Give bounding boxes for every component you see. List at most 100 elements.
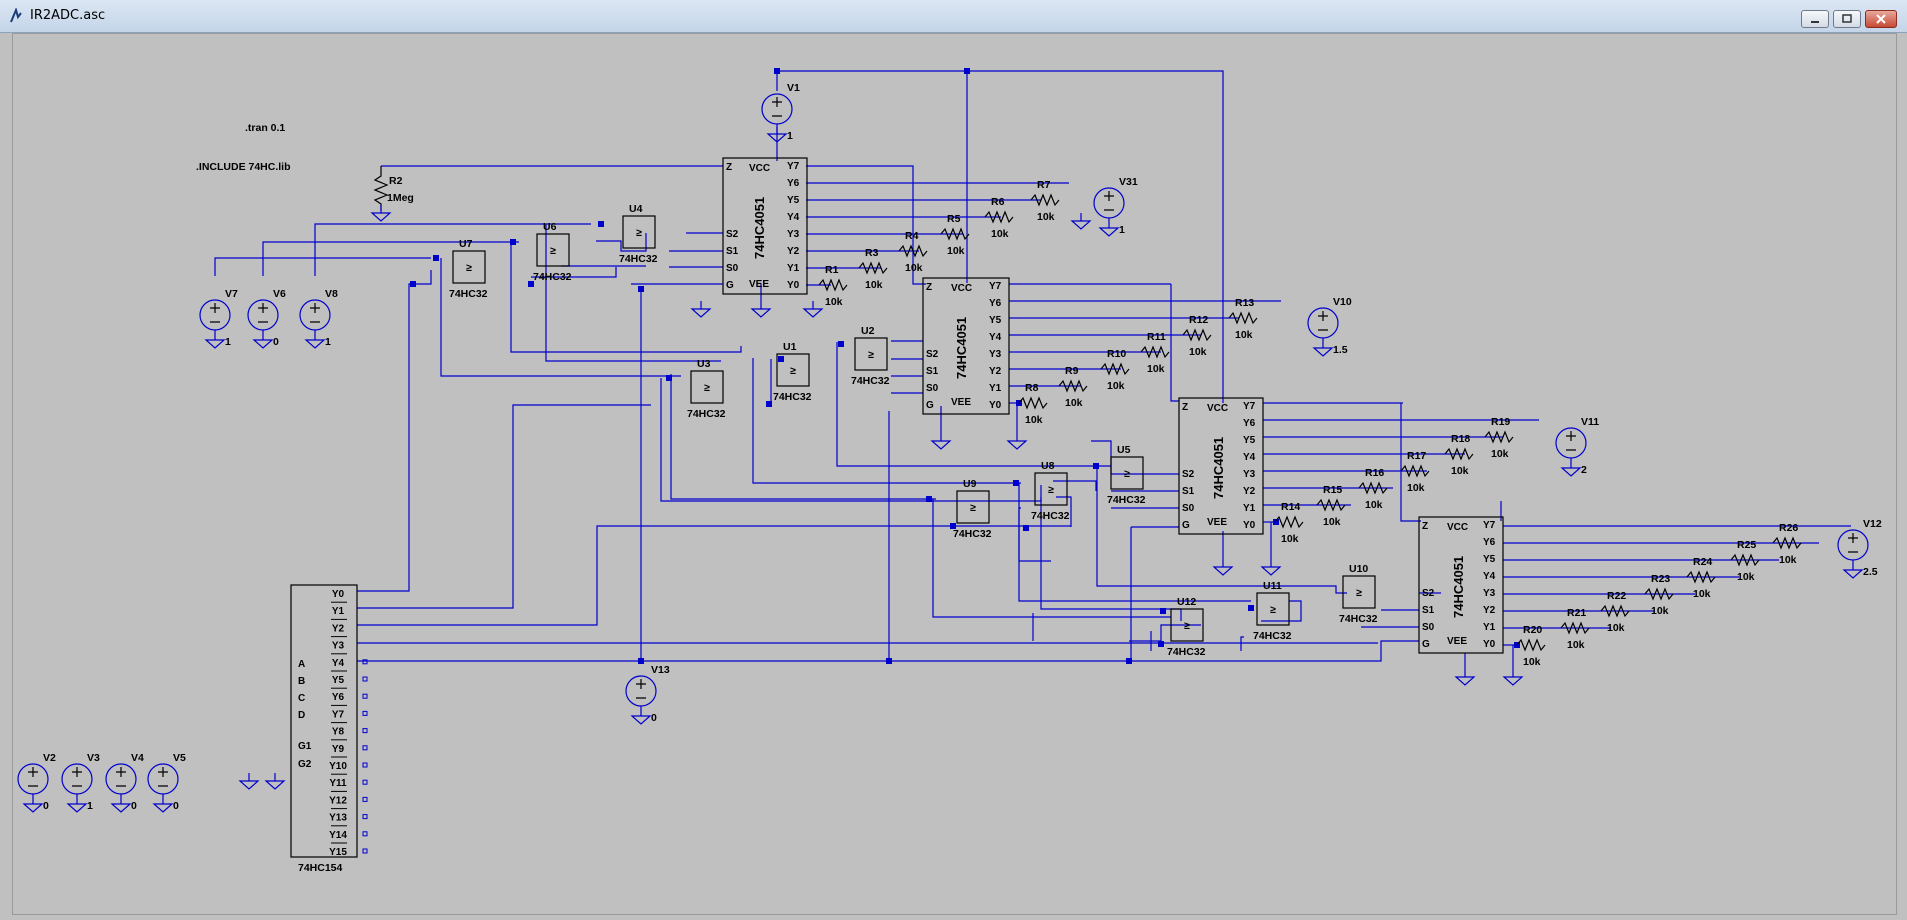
pin-g: G (726, 280, 734, 291)
schematic[interactable]: .tran 0.1 .INCLUDE 74HC.lib 74HC4051 Z S… (13, 34, 1896, 914)
resistor-zigzag (1516, 639, 1546, 651)
source-value: 1 (87, 800, 93, 812)
pin-y6: Y6 (787, 178, 800, 189)
source-ref-label: V31 (1119, 176, 1138, 188)
source-v3[interactable]: V31 (61, 752, 100, 813)
source-v6[interactable]: V60 (247, 288, 286, 349)
decoder-output-label: Y9 (332, 744, 345, 755)
gate-part-label: 74HC32 (533, 271, 572, 283)
source-v2[interactable]: V20 (17, 752, 56, 813)
gate-ref-label: U6 (543, 221, 557, 233)
resistor-r2[interactable]: R2 1Meg (371, 166, 414, 222)
source-v8[interactable]: V81 (299, 288, 338, 349)
gate-body (1034, 472, 1068, 506)
source-v7[interactable]: V71 (199, 288, 238, 349)
resistor-ref-label: R12 (1189, 314, 1208, 326)
resistors[interactable]: R110kR310kR410kR510kR610kR710kR810kR910k… (818, 179, 1802, 668)
source-v1[interactable]: V11 (761, 82, 800, 143)
gate-part-label: 74HC32 (1167, 646, 1206, 658)
mux-u4-4051[interactable]: 74HC4051 Z S2 S1 S0 G VCC VEE Y7 Y6 Y5 Y… (1418, 516, 1504, 654)
pin-g: G (1182, 520, 1190, 531)
resistor-ref-label: R1 (825, 264, 839, 276)
source-v4[interactable]: V40 (105, 752, 144, 813)
gate-ref-label: U3 (697, 358, 711, 370)
voltage-sources[interactable]: V11V311V101.5V112V122.5V130V71V60V81V20V… (17, 82, 1882, 813)
decoder-74hc154[interactable]: 74HC154 A B C D G1 G2 Y0Y1Y2Y3Y4Y5Y6Y7Y8… (290, 584, 368, 874)
resistor-r4[interactable]: R4 10k (898, 230, 928, 274)
pin-vee: VEE (1207, 517, 1227, 528)
gate-ref-label: U8 (1041, 460, 1055, 472)
mux-u1-4051[interactable]: 74HC4051 Z S2 S1 S0 G VCC VEE Y7 Y6 Y5 Y… (722, 157, 808, 295)
close-button[interactable] (1865, 10, 1897, 28)
tran-directive[interactable]: .tran 0.1 (245, 122, 285, 134)
gate-ref-label: U5 (1117, 444, 1131, 456)
pin-y0: Y0 (1243, 520, 1256, 531)
pin-vee: VEE (749, 279, 769, 290)
source-v5[interactable]: V50 (147, 752, 186, 813)
source-value: 2 (1581, 464, 1587, 476)
resistor-ref-label: R9 (1065, 365, 1079, 377)
gate-symbol: ≥ (636, 227, 642, 239)
output-pin-terminal (362, 779, 368, 785)
resistor-ref-label: R4 (905, 230, 919, 242)
pin-b: B (298, 676, 305, 687)
maximize-button[interactable] (1833, 10, 1861, 28)
ground-icon (265, 772, 285, 790)
pin-y1: Y1 (1243, 503, 1256, 514)
schematic-canvas[interactable]: .tran 0.1 .INCLUDE 74HC.lib 74HC4051 Z S… (12, 33, 1897, 915)
pin-y0: Y0 (989, 400, 1002, 411)
mux-u2-4051[interactable]: 74HC4051 Z S2 S1 S0 G VCC VEE Y7 Y6 Y5 Y… (922, 277, 1010, 415)
gate-body (1342, 575, 1376, 609)
decoder-output-label: Y6 (332, 692, 345, 703)
title-bar[interactable]: IR2ADC.asc (0, 0, 1907, 33)
resistor-value: 10k (1607, 622, 1625, 634)
mux-u3-4051[interactable]: 74HC4051 Z S2 S1 S0 G VCC VEE Y7 Y6 Y5 Y… (1178, 397, 1264, 535)
include-directive[interactable]: .INCLUDE 74HC.lib (196, 161, 291, 173)
minimize-button[interactable] (1801, 10, 1829, 28)
maximize-icon (1842, 14, 1852, 23)
resistor-value: 10k (905, 262, 923, 274)
